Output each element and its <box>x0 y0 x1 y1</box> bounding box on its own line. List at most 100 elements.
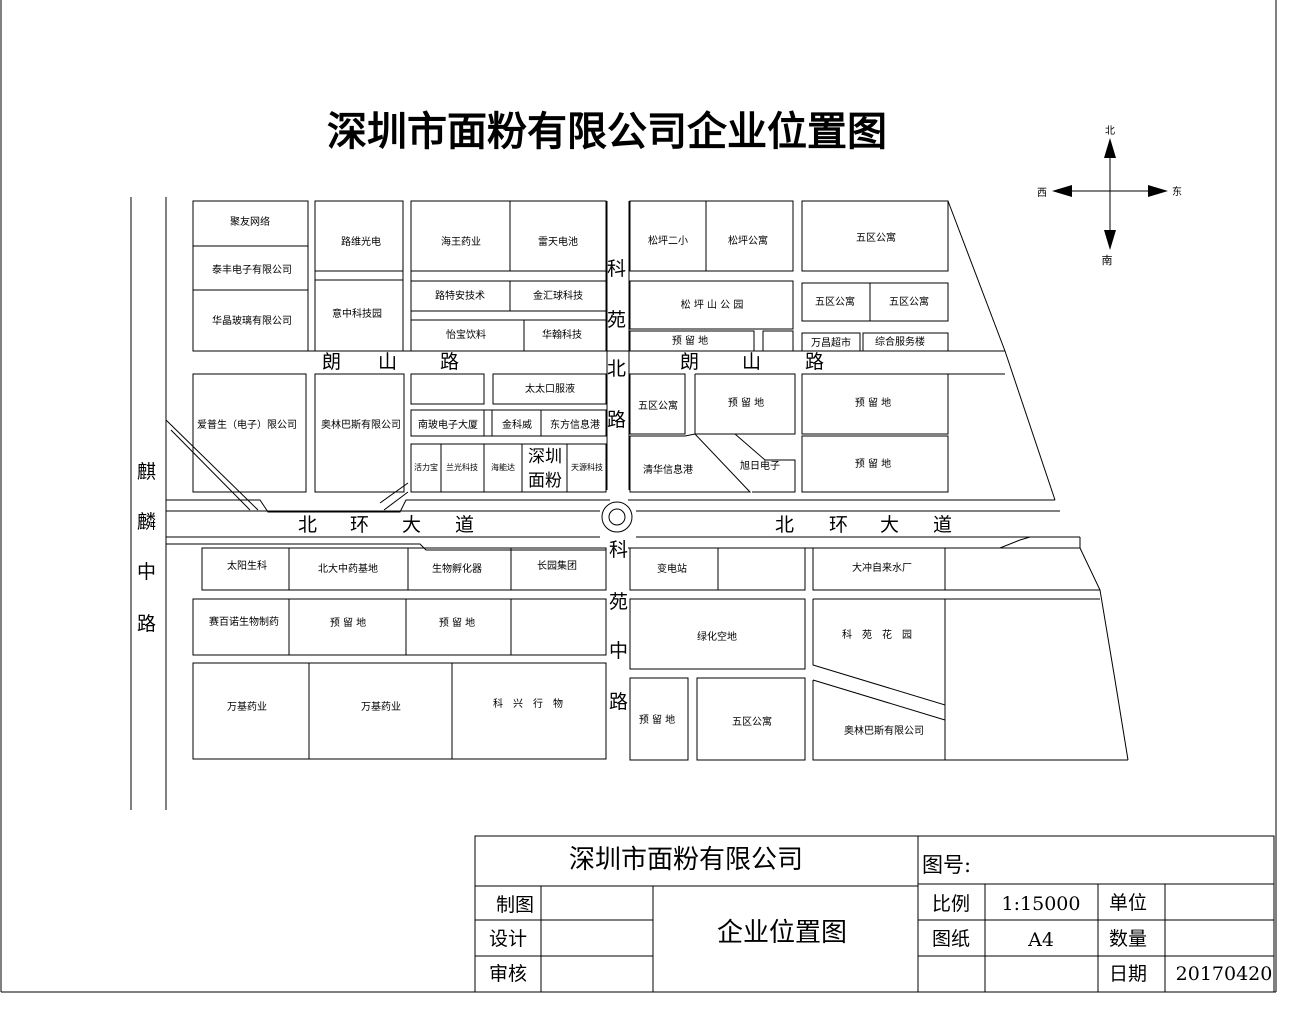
compass-east: 东 <box>1172 185 1182 198</box>
tb-designed-by: 设计 <box>489 928 527 950</box>
block-songping-park: 松 坪 山 公 园 <box>681 298 744 311</box>
block-keyuan-garden: 科 苑 花 园 <box>842 628 912 641</box>
block-haineng: 海能达 <box>491 462 515 472</box>
block-huolibao: 活力宝 <box>414 462 438 472</box>
block-aipusheng: 爱普生（电子）限公司 <box>197 418 297 431</box>
tb-date-value: 20170420 <box>1176 963 1273 985</box>
road-kezhong-4: 路 <box>609 691 628 713</box>
road-kezhong-1: 科 <box>609 539 628 561</box>
tb-date-label: 日期 <box>1109 963 1147 985</box>
block-wuqu2: 五区公寓 <box>815 295 855 308</box>
block-taitai: 太太口服液 <box>525 382 575 395</box>
tb-drawn-by: 制图 <box>496 894 534 916</box>
block-wanji2: 万基药业 <box>361 700 401 713</box>
tb-paper-value: A4 <box>1027 929 1054 951</box>
block-dachong: 大冲自来水厂 <box>852 561 912 574</box>
compass-north: 北 <box>1105 125 1115 137</box>
road-kebei-4: 路 <box>607 409 626 431</box>
tb-quantity-label: 数量 <box>1109 928 1147 950</box>
block-luyuan: 路维光电 <box>341 235 381 248</box>
block-aolinbasi2: 奥林巴斯有限公司 <box>844 724 924 737</box>
block-yizhong: 意中科技园 <box>332 307 382 320</box>
block-shengwu: 生物孵化器 <box>432 562 482 575</box>
block-zonghe: 综合服务楼 <box>875 335 925 348</box>
compass-west: 西 <box>1037 188 1047 199</box>
block-wanchang: 万昌超市 <box>811 336 851 349</box>
block-szmf-2: 面粉 <box>528 471 562 491</box>
road-beihuan-r2: 环 <box>829 514 848 536</box>
road-beihuan-l3: 大 <box>402 514 421 536</box>
tb-scale-label: 比例 <box>932 893 970 915</box>
road-qilin-4: 路 <box>137 613 156 635</box>
block-juyou: 聚友网络 <box>230 215 270 228</box>
road-beihuan-r1: 北 <box>775 514 794 536</box>
compass-south: 南 <box>1102 254 1113 267</box>
road-qilin-3: 中 <box>137 561 156 583</box>
tb-drawing-no-label: 图号: <box>922 853 971 877</box>
block-yuliu2: 预 留 地 <box>728 396 764 409</box>
block-yuliu7: 预 留 地 <box>639 713 675 726</box>
road-beihuan-r4: 道 <box>933 514 952 536</box>
tb-paper-label: 图纸 <box>932 928 970 950</box>
road-kebei-2: 苑 <box>607 309 626 331</box>
block-songping2: 松坪二小 <box>648 234 688 247</box>
road-beihuan-l2: 环 <box>350 514 369 536</box>
block-lvhua: 绿化空地 <box>697 630 737 643</box>
block-taifeng: 泰丰电子有限公司 <box>212 263 292 276</box>
block-wuqu5: 五区公寓 <box>732 715 772 728</box>
road-langshan-r3: 路 <box>805 351 824 373</box>
block-yuliu6: 预 留 地 <box>439 616 475 629</box>
block-xuri: 旭日电子 <box>740 459 780 472</box>
tb-company: 深圳市面粉有限公司 <box>569 845 803 875</box>
road-qilin-1: 麒 <box>137 461 156 483</box>
block-wuqu3: 五区公寓 <box>889 295 929 308</box>
block-nanbo: 南玻电子大厦 <box>418 418 478 431</box>
block-jinhuiqiu: 金汇球科技 <box>533 289 583 302</box>
block-wuqu1: 五区公寓 <box>856 231 896 244</box>
block-yuliu5: 预 留 地 <box>330 616 366 629</box>
block-huajing: 华晶玻璃有限公司 <box>212 314 292 327</box>
block-beida: 北大中药基地 <box>318 562 378 575</box>
road-kebei-3: 北 <box>607 358 626 380</box>
block-kexing: 科 兴 行 物 <box>493 697 563 710</box>
road-kezhong-3: 中 <box>609 640 628 662</box>
road-beihuan-l1: 北 <box>298 514 317 536</box>
block-yuliu3: 预 留 地 <box>855 396 891 409</box>
block-changyuan: 长园集团 <box>537 559 577 572</box>
block-yuliu4: 预 留 地 <box>855 457 891 470</box>
block-aolinbasi1: 奥林巴斯有限公司 <box>321 418 401 431</box>
map-title: 深圳市面粉有限公司企业位置图 <box>327 108 887 155</box>
road-kezhong-2: 苑 <box>609 591 628 613</box>
tb-drawing-name: 企业位置图 <box>717 918 847 948</box>
title-block-frame <box>474 835 1275 993</box>
block-huahan: 华翰科技 <box>542 328 582 341</box>
block-languang: 兰光科技 <box>446 462 478 472</box>
block-wuqu4: 五区公寓 <box>638 399 678 412</box>
block-wanji1: 万基药业 <box>227 700 267 713</box>
block-tianyuan: 天源科技 <box>571 462 603 472</box>
road-langshan-l1: 朗 <box>322 351 341 373</box>
road-beihuan-r3: 大 <box>880 514 899 536</box>
road-langshan-r2: 山 <box>742 351 761 373</box>
road-langshan-r1: 朗 <box>680 351 699 373</box>
block-haiwang: 海王药业 <box>441 235 481 248</box>
block-songping-apt: 松坪公寓 <box>728 234 768 247</box>
tb-unit-label: 单位 <box>1109 892 1147 914</box>
block-biandian: 变电站 <box>657 562 687 575</box>
block-saibainuo: 赛百诺生物制药 <box>209 615 279 628</box>
tb-checked-by: 审核 <box>489 963 527 985</box>
road-langshan-l3: 路 <box>440 351 459 373</box>
block-szmf-1: 深圳 <box>528 447 562 467</box>
block-yibao: 怡宝饮料 <box>446 328 486 341</box>
block-yuliu1: 预 留 地 <box>672 334 708 347</box>
block-jinkewei: 金科威 <box>502 418 532 431</box>
block-qinghua: 清华信息港 <box>643 463 693 476</box>
block-dongfang: 东方信息港 <box>550 418 600 431</box>
block-leitian: 雷天电池 <box>538 235 578 248</box>
tb-scale-value: 1:15000 <box>1002 893 1081 915</box>
road-beihuan-l4: 道 <box>455 514 474 536</box>
block-luteann: 路特安技术 <box>435 289 485 302</box>
road-qilin-2: 麟 <box>137 511 156 533</box>
road-kebei-1: 科 <box>607 258 626 280</box>
